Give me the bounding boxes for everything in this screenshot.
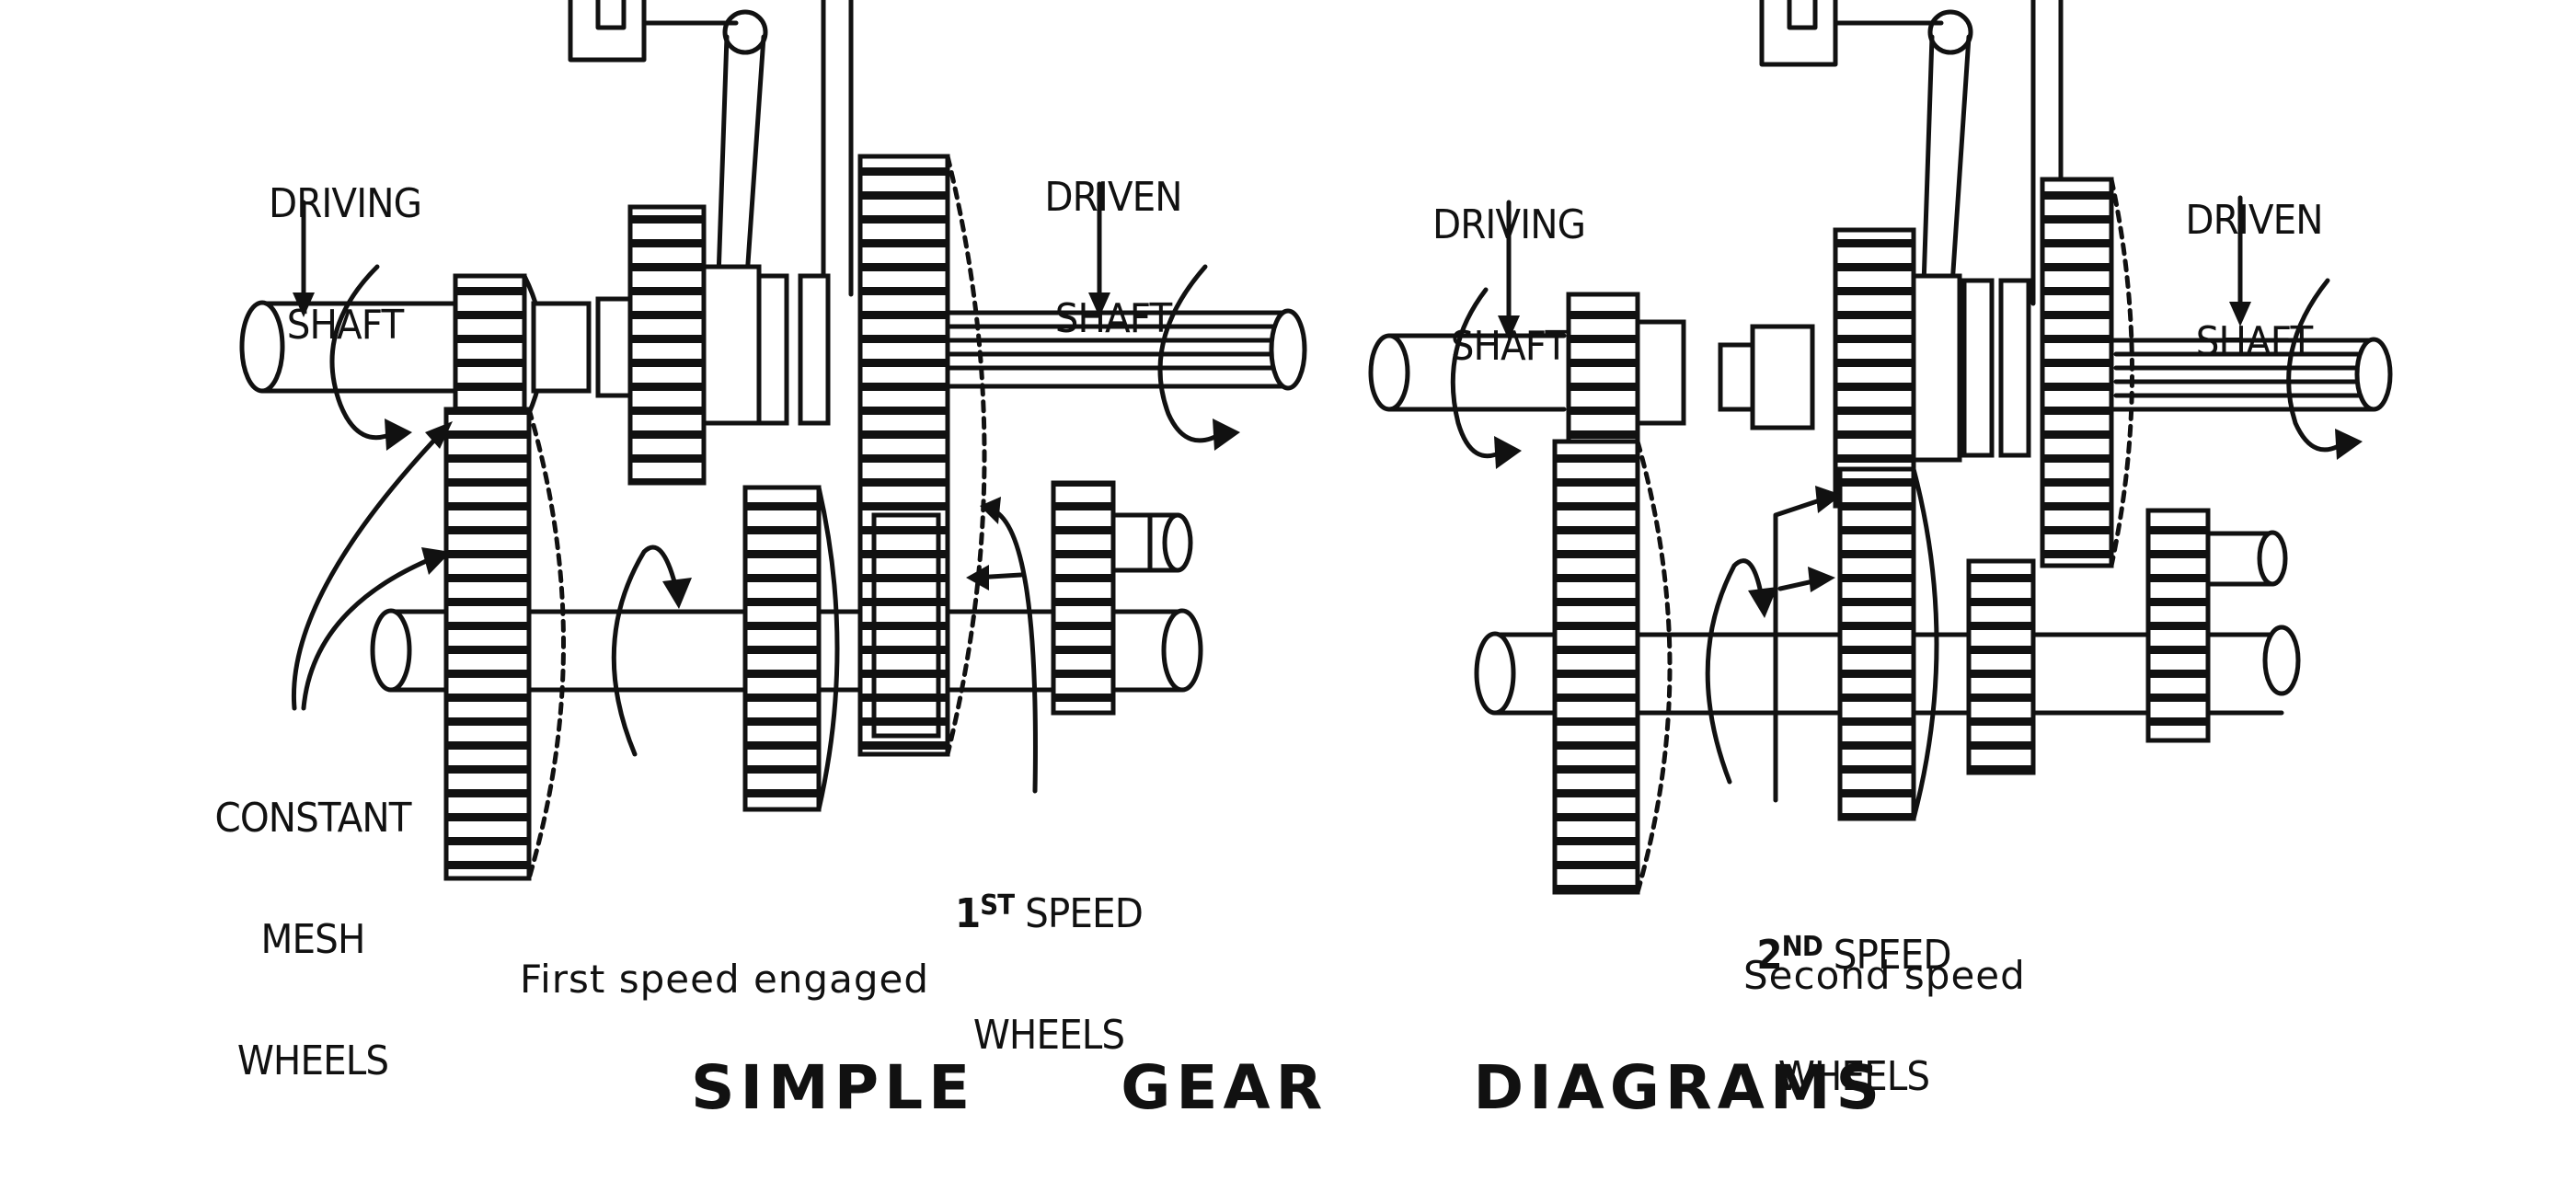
rotation-arrows xyxy=(1450,278,2363,785)
first-speed-diagram: DRIVING SHAFT DRIVEN SHAFT CONSTANT MESH… xyxy=(0,0,1307,1082)
sliding-gear-upper xyxy=(627,204,762,486)
reverse-gear xyxy=(2145,508,2211,743)
sliding-gear-upper xyxy=(2040,177,2134,568)
constant-mesh-gear-upper xyxy=(1566,292,1686,453)
first-speed-caption: First speed engaged xyxy=(520,957,929,1002)
constant-mesh-label-line3: WHEELS xyxy=(236,1038,389,1084)
driving-shaft-label-line1: DRIVING xyxy=(268,180,422,227)
second-speed-mainshaft-gear xyxy=(1833,227,1962,509)
driving-shaft-label-line1: DRIVING xyxy=(1432,201,1586,248)
second-speed-wheels-line2: WHEELS xyxy=(1777,1053,1930,1100)
driven-shaft-label-line1: DRIVEN xyxy=(2185,197,2323,244)
driving-shaft-label: DRIVING SHAFT xyxy=(1408,124,1611,448)
constant-mesh-label-line2: MESH xyxy=(260,916,366,963)
layshaft-gear-small xyxy=(1966,558,2036,775)
constant-mesh-gear-lower xyxy=(1552,439,1673,895)
driving-shaft-label-line2: SHAFT xyxy=(1450,323,1568,370)
rotation-arrows xyxy=(329,264,1240,757)
driven-shaft-label: DRIVEN SHAFT xyxy=(2161,120,2347,443)
first-speed-wheels-line2: WHEELS xyxy=(972,1012,1125,1059)
driving-shaft-label-line2: SHAFT xyxy=(286,302,404,349)
constant-mesh-label: CONSTANT MESH WHEELS xyxy=(190,717,436,1163)
second-speed-wheels-line1: 2ND SPEED xyxy=(1731,927,1977,976)
driving-shaft-label: DRIVING SHAFT xyxy=(244,103,447,427)
selector-collar xyxy=(756,273,831,426)
second-speed-diagram: DRIVING SHAFT DRIVEN SHAFT 2ND SPEED WHE… xyxy=(1306,0,2576,1097)
constant-mesh-gear-lower xyxy=(443,407,566,881)
driven-shaft-label-line2: SHAFT xyxy=(1054,295,1172,342)
selector-fork xyxy=(568,0,854,306)
driven-shaft-label-line2: SHAFT xyxy=(2195,318,2313,365)
driven-shaft-label: DRIVEN SHAFT xyxy=(1020,97,1206,420)
second-speed-caption: Second speed xyxy=(1743,953,2026,998)
speed-ordinal-suffix: ND xyxy=(1781,931,1823,963)
first-speed-wheels-line1: 1ST SPEED xyxy=(930,886,1167,934)
selector-collar xyxy=(1961,278,2031,458)
driving-shaft xyxy=(239,300,463,394)
driven-shaft-label-line1: DRIVEN xyxy=(1044,174,1182,221)
constant-mesh-label-line1: CONSTANT xyxy=(214,795,411,842)
speed-word: SPEED xyxy=(1822,932,1952,979)
speed-word: SPEED xyxy=(1014,890,1144,937)
leader-arrows xyxy=(1498,195,2251,803)
speed-ordinal: 2 xyxy=(1756,932,1782,979)
dog-clutch xyxy=(531,296,638,398)
first-speed-gear-drawing xyxy=(239,0,1307,881)
page-title: SIMPLE GEAR DIAGRAMS xyxy=(690,1052,1886,1123)
speed-ordinal-suffix: ST xyxy=(980,889,1015,922)
layshaft-gear-middle xyxy=(742,485,840,812)
reverse-gear xyxy=(1051,480,1153,716)
second-speed-gear-drawing xyxy=(1368,0,2393,895)
first-speed-layshaft-gear xyxy=(871,512,941,739)
first-speed-wheels-label: 1ST SPEED WHEELS xyxy=(930,805,1167,1137)
second-speed-layshaft-gear xyxy=(1837,466,1939,821)
driven-shaft xyxy=(2095,337,2393,412)
second-speed-wheels-label: 2ND SPEED WHEELS xyxy=(1731,846,1977,1178)
driving-shaft xyxy=(1368,333,1567,412)
dog-clutch xyxy=(1718,324,1815,430)
driven-shaft xyxy=(926,308,1307,391)
constant-mesh-gear-upper xyxy=(453,273,546,426)
leader-arrows xyxy=(291,181,1110,794)
speed-ordinal: 1 xyxy=(955,890,981,937)
